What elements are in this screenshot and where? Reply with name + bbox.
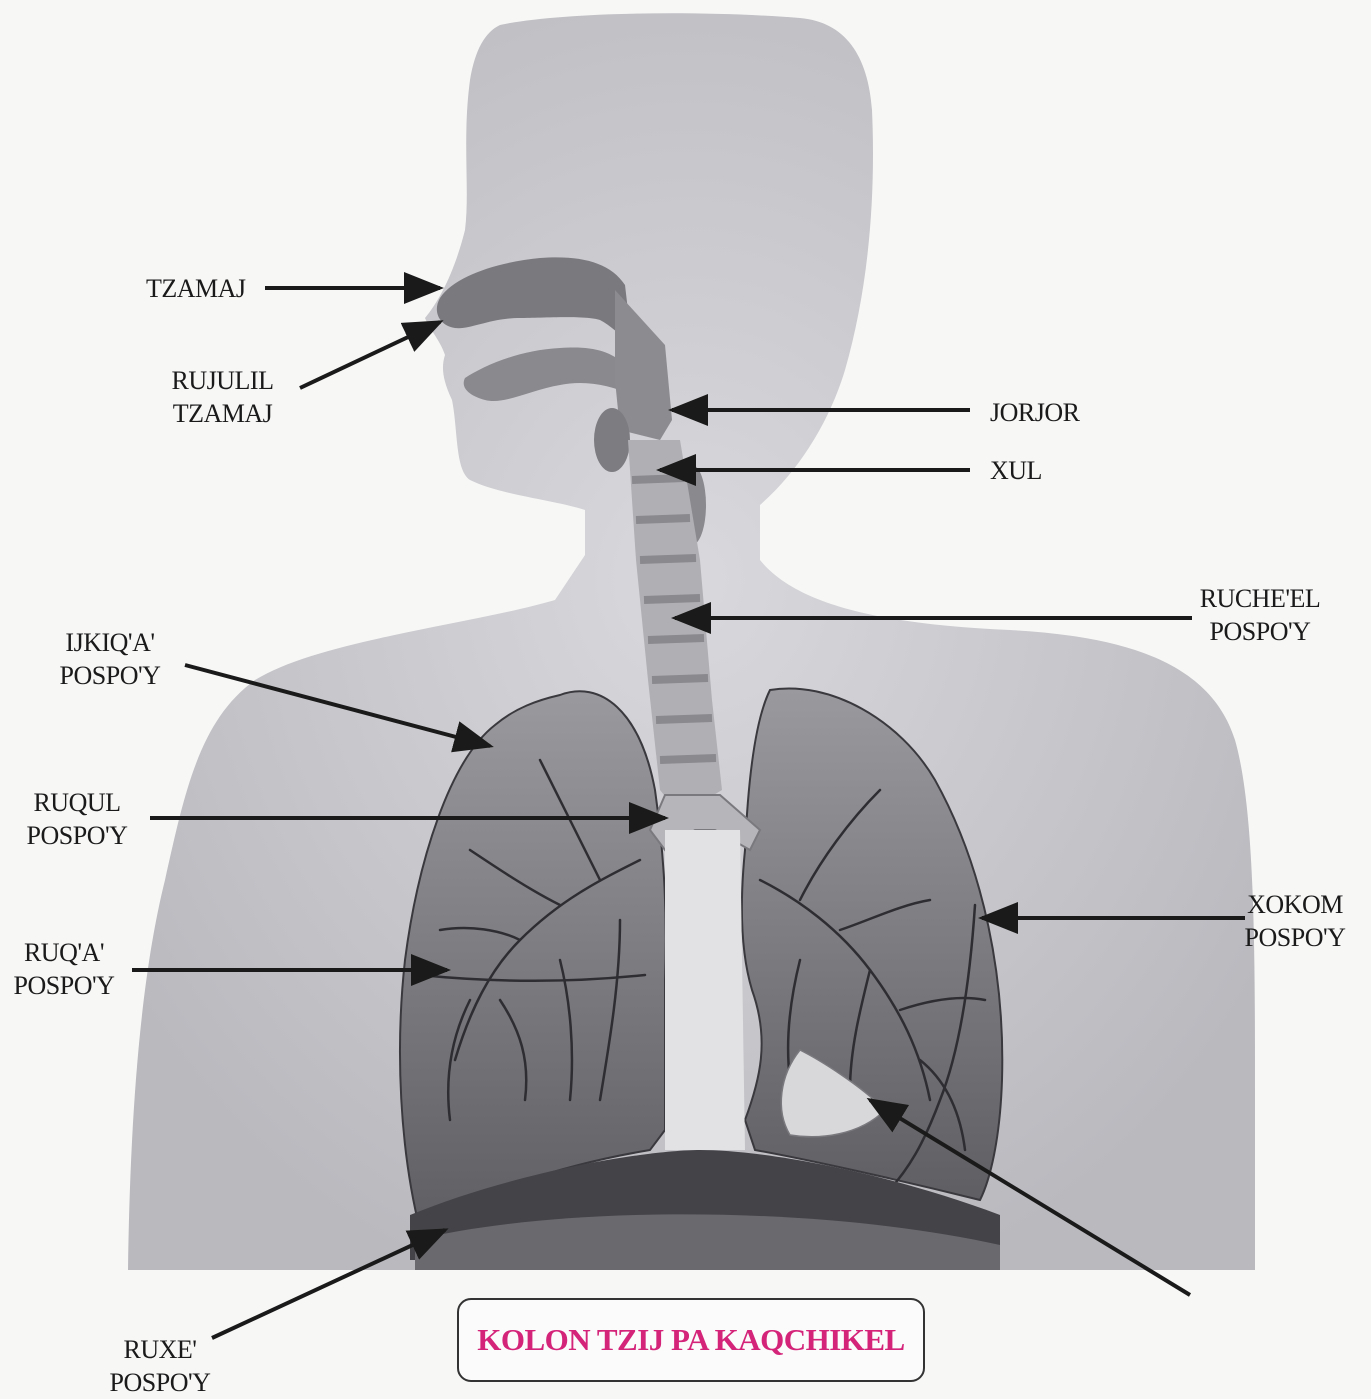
- label-ruxe-pospoy: RUXE' POSPO'Y: [80, 1333, 240, 1399]
- label-line: TZAMAJ: [160, 397, 285, 430]
- label-line: POSPO'Y: [80, 1366, 240, 1399]
- label-line: IJKIQ'A': [45, 626, 175, 659]
- label-line: POSPO'Y: [1190, 615, 1330, 648]
- label-ruche-el-pospoy: RUCHE'EL POSPO'Y: [1190, 582, 1330, 648]
- label-xul: XUL: [990, 454, 1042, 487]
- label-line: POSPO'Y: [12, 819, 142, 852]
- label-xokom-pospoy: XOKOM POSPO'Y: [1225, 888, 1365, 954]
- label-ruqul-pospoy: RUQUL POSPO'Y: [12, 786, 142, 852]
- label-line: POSPO'Y: [4, 969, 124, 1002]
- diagram-title: KOLON TZIJ PA KAQCHIKEL: [477, 1322, 904, 1358]
- label-line: RUXE': [80, 1333, 240, 1366]
- title-box: KOLON TZIJ PA KAQCHIKEL: [457, 1298, 925, 1382]
- label-ruqa-pospoy: RUQ'A' POSPO'Y: [4, 936, 124, 1002]
- label-tzamaj: TZAMAJ: [146, 272, 246, 305]
- label-line: RUCHE'EL: [1190, 582, 1330, 615]
- label-jorjor: JORJOR: [990, 396, 1079, 429]
- label-line: RUJULIL: [160, 364, 285, 397]
- label-line: RUQUL: [12, 786, 142, 819]
- larynx: [594, 408, 630, 472]
- label-line: XOKOM: [1225, 888, 1365, 921]
- label-rujulil-tzamaj: RUJULIL TZAMAJ: [160, 364, 285, 430]
- label-line: POSPO'Y: [1225, 921, 1365, 954]
- label-line: RUQ'A': [4, 936, 124, 969]
- arrow-rujulil-tzamaj: [300, 322, 440, 388]
- label-line: POSPO'Y: [45, 659, 175, 692]
- mediastinum: [665, 830, 745, 1150]
- label-ijkiqa-pospoy: IJKIQ'A' POSPO'Y: [45, 626, 175, 692]
